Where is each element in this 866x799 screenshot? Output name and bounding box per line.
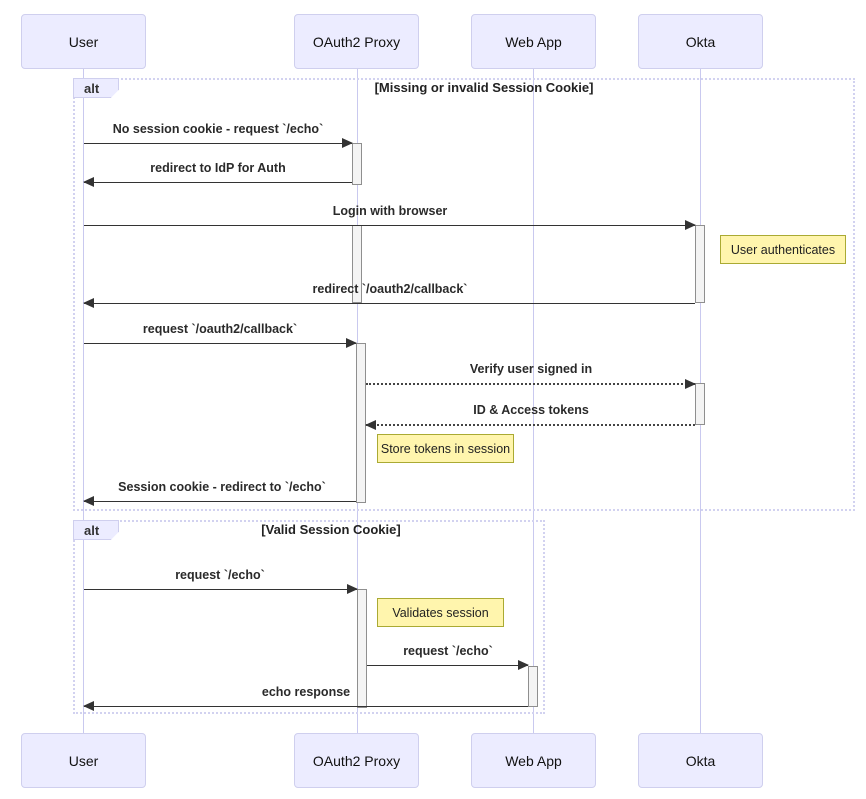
message-label: No session cookie - request `/echo` — [112, 122, 324, 136]
message-arrow — [84, 338, 357, 348]
alt-frame-label: alt — [73, 520, 119, 540]
actor-user-bottom: User — [21, 733, 146, 788]
message-arrow — [84, 138, 353, 148]
message-label: echo response — [261, 685, 351, 699]
lifeline-web-app — [533, 69, 534, 733]
alt-frame-condition: [Valid Session Cookie] — [261, 522, 401, 537]
alt-frame-valid-cookie — [73, 520, 545, 714]
message-label: request `/echo` — [403, 644, 493, 658]
message-label: redirect `/oauth2/callback` — [312, 282, 468, 296]
actor-oauth2-proxy-top: OAuth2 Proxy — [294, 14, 419, 69]
message-arrow — [367, 660, 529, 670]
alt-frame-missing-cookie — [73, 78, 855, 511]
message-label: request `/echo` — [175, 568, 265, 582]
message-label: redirect to IdP for Auth — [150, 161, 286, 175]
activation-okta — [695, 225, 705, 303]
message-arrow — [84, 220, 696, 230]
actor-oauth2-proxy-bottom: OAuth2 Proxy — [294, 733, 419, 788]
message-label: Verify user signed in — [469, 362, 593, 376]
message-arrow — [365, 420, 695, 430]
message-label: Session cookie - redirect to `/echo` — [118, 480, 326, 494]
message-arrow — [84, 584, 358, 594]
message-label: request `/oauth2/callback` — [142, 322, 298, 336]
actor-okta-bottom: Okta — [638, 733, 763, 788]
activation-oauth2-proxy — [357, 589, 367, 708]
message-arrow — [83, 177, 352, 187]
note-validates-session: Validates session — [377, 598, 504, 627]
actor-user-top: User — [21, 14, 146, 69]
lifeline-user — [83, 69, 84, 733]
message-arrow — [83, 298, 695, 308]
alt-frame-condition: [Missing or invalid Session Cookie] — [374, 80, 594, 95]
message-label: Login with browser — [332, 204, 448, 218]
message-arrow — [366, 379, 696, 389]
note-store-tokens-in-session: Store tokens in session — [377, 434, 514, 463]
message-arrow — [83, 701, 528, 711]
actor-okta-top: Okta — [638, 14, 763, 69]
message-arrow — [83, 496, 356, 506]
activation-oauth2-proxy — [352, 143, 362, 185]
activation-web-app — [528, 666, 538, 707]
message-label: ID & Access tokens — [473, 403, 589, 417]
activation-okta — [695, 383, 705, 425]
alt-frame-label: alt — [73, 78, 119, 98]
note-user-authenticates: User authenticates — [720, 235, 846, 264]
actor-web-app-bottom: Web App — [471, 733, 596, 788]
actor-web-app-top: Web App — [471, 14, 596, 69]
